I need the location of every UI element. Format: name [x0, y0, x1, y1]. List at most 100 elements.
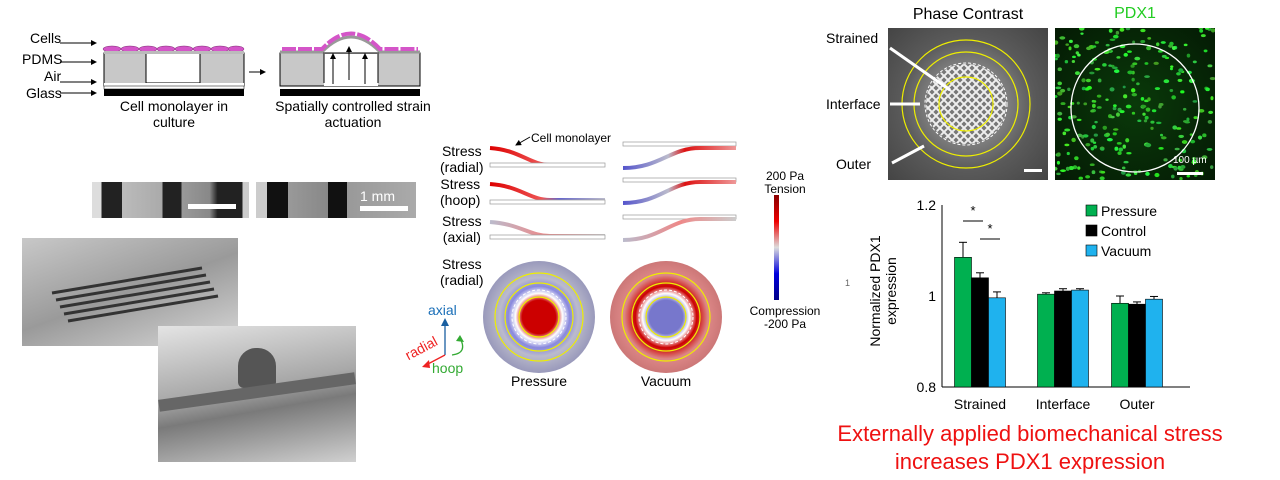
nucleus — [1078, 28, 1085, 31]
nucleus — [1160, 136, 1167, 140]
nucleus — [1067, 87, 1071, 91]
nucleus — [1077, 53, 1081, 57]
pressure-disc — [483, 261, 595, 373]
nucleus — [1174, 147, 1180, 151]
nucleus — [1119, 110, 1125, 114]
nucleus — [1177, 78, 1183, 82]
nucleus — [1207, 119, 1213, 124]
nucleus — [1163, 79, 1170, 84]
conclusion-line1: Externally applied biomechanical stress — [837, 421, 1223, 446]
nucleus — [1100, 147, 1105, 151]
nucleus — [1140, 39, 1146, 44]
nucleus — [1071, 60, 1076, 63]
nucleus — [1151, 109, 1157, 113]
nucleus — [1121, 166, 1126, 170]
nucleus — [1183, 120, 1188, 123]
nucleus — [1144, 115, 1149, 120]
nucleus — [1170, 65, 1174, 68]
nucleus — [1123, 94, 1128, 99]
nucleus — [1156, 42, 1160, 47]
nucleus — [1115, 30, 1120, 35]
nucleus — [1082, 134, 1089, 138]
device-cross-section-photo-1 — [92, 182, 249, 218]
nucleus — [1150, 126, 1154, 130]
bar-pressure — [1037, 293, 1055, 388]
nucleus — [1127, 70, 1134, 75]
nucleus — [1201, 155, 1208, 160]
nucleus — [1072, 55, 1076, 59]
legend-swatch — [1085, 224, 1098, 237]
nucleus — [1102, 63, 1107, 67]
colorbar-tension-label: Tension — [764, 182, 806, 196]
vacuum-disc — [610, 261, 722, 373]
row-label-line1: Stress — [441, 143, 482, 159]
nucleus — [1178, 68, 1184, 73]
nucleus — [1160, 41, 1166, 44]
phase-contrast-title: Phase Contrast — [912, 6, 1024, 23]
nucleus — [1055, 40, 1059, 45]
scale-bar — [360, 206, 408, 211]
nucleus — [1171, 174, 1175, 179]
schematic-drawing — [60, 31, 421, 96]
nucleus — [1207, 64, 1213, 68]
row-label-hoop: Stress(hoop) — [440, 176, 480, 208]
colorbar-min-label: -200 Pa — [763, 317, 807, 331]
nucleus — [1105, 98, 1109, 101]
conclusion-line2: increases PDX1 expression — [894, 449, 1166, 474]
nucleus — [1179, 177, 1183, 180]
y-tick-label: 1.2 — [917, 197, 937, 213]
nucleus — [1186, 174, 1191, 178]
nucleus — [1056, 152, 1061, 157]
nucleus — [1109, 87, 1115, 92]
nucleus — [1090, 138, 1095, 143]
nucleus — [1125, 28, 1131, 31]
nucleus — [1142, 112, 1146, 116]
nucleus — [1086, 46, 1092, 51]
nucleus — [1180, 165, 1186, 169]
nucleus — [1136, 82, 1140, 86]
simulation-drawing — [422, 136, 779, 373]
nucleus — [1182, 107, 1187, 111]
stray-tick-label: 1 — [845, 278, 851, 288]
region-label-interface: Interface — [826, 96, 881, 112]
nucleus — [1192, 156, 1196, 160]
nucleus — [1180, 90, 1185, 94]
colorbar — [774, 195, 779, 300]
nucleus — [1161, 54, 1167, 58]
nucleus — [1112, 106, 1117, 111]
nucleus — [1085, 143, 1091, 147]
nucleus — [1055, 94, 1058, 99]
row-label-radial-disc: Stress(radial) — [440, 256, 484, 288]
bar-vacuum — [988, 297, 1006, 388]
nucleus — [1154, 172, 1160, 178]
nucleus — [1105, 43, 1110, 47]
nucleus — [1074, 71, 1080, 76]
nucleus — [1086, 85, 1092, 90]
nucleus — [1081, 78, 1086, 83]
y-tick-label: 0.8 — [917, 379, 937, 395]
nucleus — [1199, 29, 1204, 33]
nucleus — [1094, 41, 1100, 44]
nucleus — [1173, 166, 1178, 171]
legend-swatch — [1085, 244, 1098, 257]
label-cells: Cells — [30, 30, 62, 46]
nucleus — [1176, 127, 1182, 130]
nucleus — [1077, 166, 1081, 170]
row-label-line2: (radial) — [440, 272, 484, 288]
caption-monolayer-line2: culture — [152, 114, 196, 130]
nucleus — [1106, 138, 1113, 142]
nucleus — [1068, 39, 1073, 44]
nucleus — [1071, 137, 1076, 143]
row-label-radial: Stress(radial) — [440, 143, 484, 175]
nucleus — [1131, 77, 1135, 82]
nucleus — [1105, 132, 1111, 137]
nucleus — [1056, 172, 1061, 176]
nucleus — [1186, 117, 1190, 122]
x-tick-label: Outer — [1119, 396, 1154, 412]
row-label-line2: (axial) — [442, 229, 481, 245]
nucleus — [1055, 57, 1058, 61]
pdx1-scale-bar-label: 100 µm — [1173, 155, 1207, 166]
nucleus — [1064, 143, 1070, 147]
nucleus — [1130, 64, 1135, 68]
nucleus — [1125, 173, 1132, 177]
